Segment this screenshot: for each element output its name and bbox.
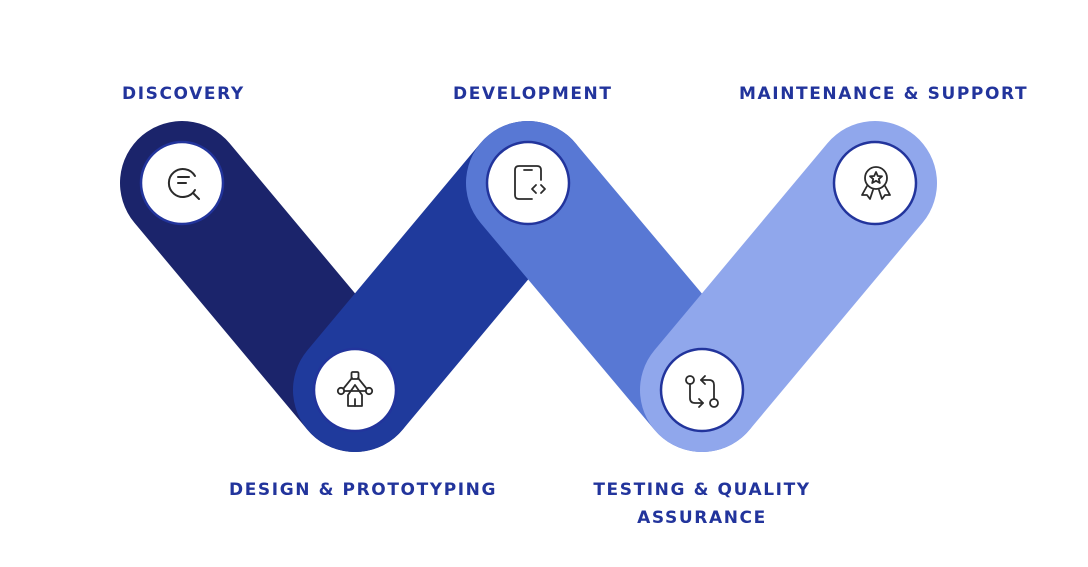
pen-tool-icon — [336, 371, 374, 407]
step-label-testing-line-2: ASSURANCE — [637, 508, 767, 528]
step-label-discovery: DISCOVERY — [122, 84, 245, 104]
node-testing — [659, 347, 745, 433]
node-maintenance — [832, 140, 918, 226]
award-badge-icon — [861, 166, 891, 200]
step-label-testing: TESTING & QUALITY ASSURANCE — [572, 476, 832, 532]
step-label-maintenance: MAINTENANCE & SUPPORT — [739, 84, 1029, 104]
git-compare-icon — [685, 375, 719, 408]
code-device-icon — [514, 165, 546, 200]
step-label-design: DESIGN & PROTOTYPING — [229, 480, 498, 500]
node-development — [485, 140, 571, 226]
step-label-development: DEVELOPMENT — [453, 84, 613, 104]
node-discovery — [139, 140, 225, 226]
search-icon — [167, 168, 200, 200]
node-design — [312, 347, 398, 433]
ribbon-segment-testing-to-maintenance — [640, 121, 937, 452]
step-label-testing-line-1: TESTING & QUALITY — [593, 480, 811, 500]
